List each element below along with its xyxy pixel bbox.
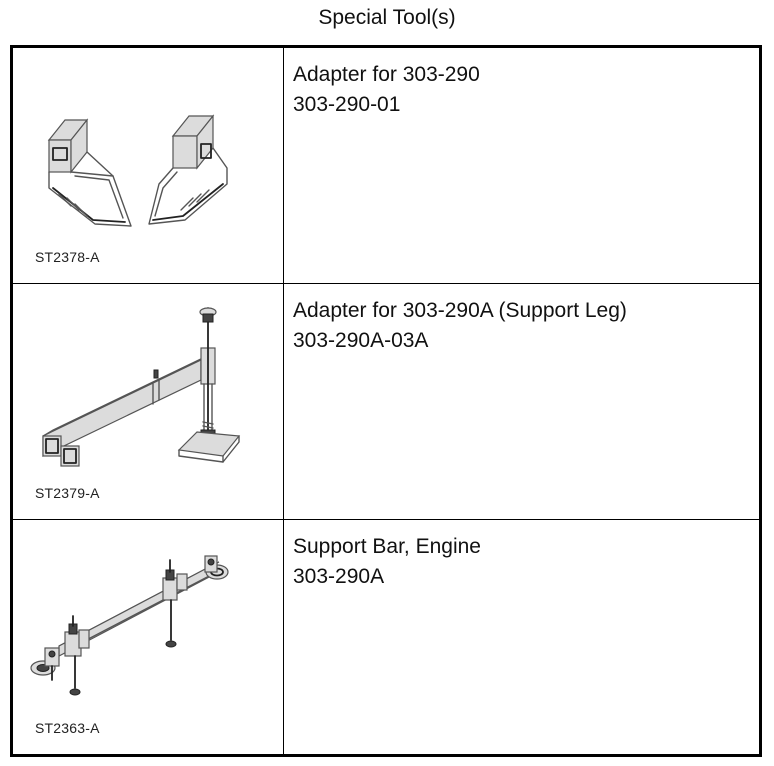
tool-illustration-cell: ST2379-A [13,284,284,520]
adapter-brackets-icon [47,114,228,227]
illustration-code: ST2363-A [35,720,100,736]
tool-description-cell: Adapter for 303-290A (Support Leg) 303-2… [284,284,759,520]
engine-support-bar-icon [30,555,229,696]
tool-name: Support Bar, Engine [293,535,481,558]
illustration-code: ST2378-A [35,249,100,265]
tool-name: Adapter for 303-290A (Support Leg) [293,299,627,322]
page-title: Special Tool(s) [318,6,456,29]
tool-description-cell: Support Bar, Engine 303-290A [284,520,759,754]
tool-name: Adapter for 303-290 [293,63,480,86]
illustration-code: ST2379-A [35,485,100,501]
tool-illustration-cell: ST2363-A [13,520,284,754]
support-leg-icon [42,307,241,467]
tool-part-number: 303-290A-03A [293,329,429,352]
special-tools-table: ST2378-A Adapter for 303-290 303-290-01 [10,45,762,757]
tool-description-cell: Adapter for 303-290 303-290-01 [284,48,759,284]
tool-part-number: 303-290A [293,565,385,588]
tool-part-number: 303-290-01 [293,93,401,116]
tool-illustration-cell: ST2378-A [13,48,284,284]
